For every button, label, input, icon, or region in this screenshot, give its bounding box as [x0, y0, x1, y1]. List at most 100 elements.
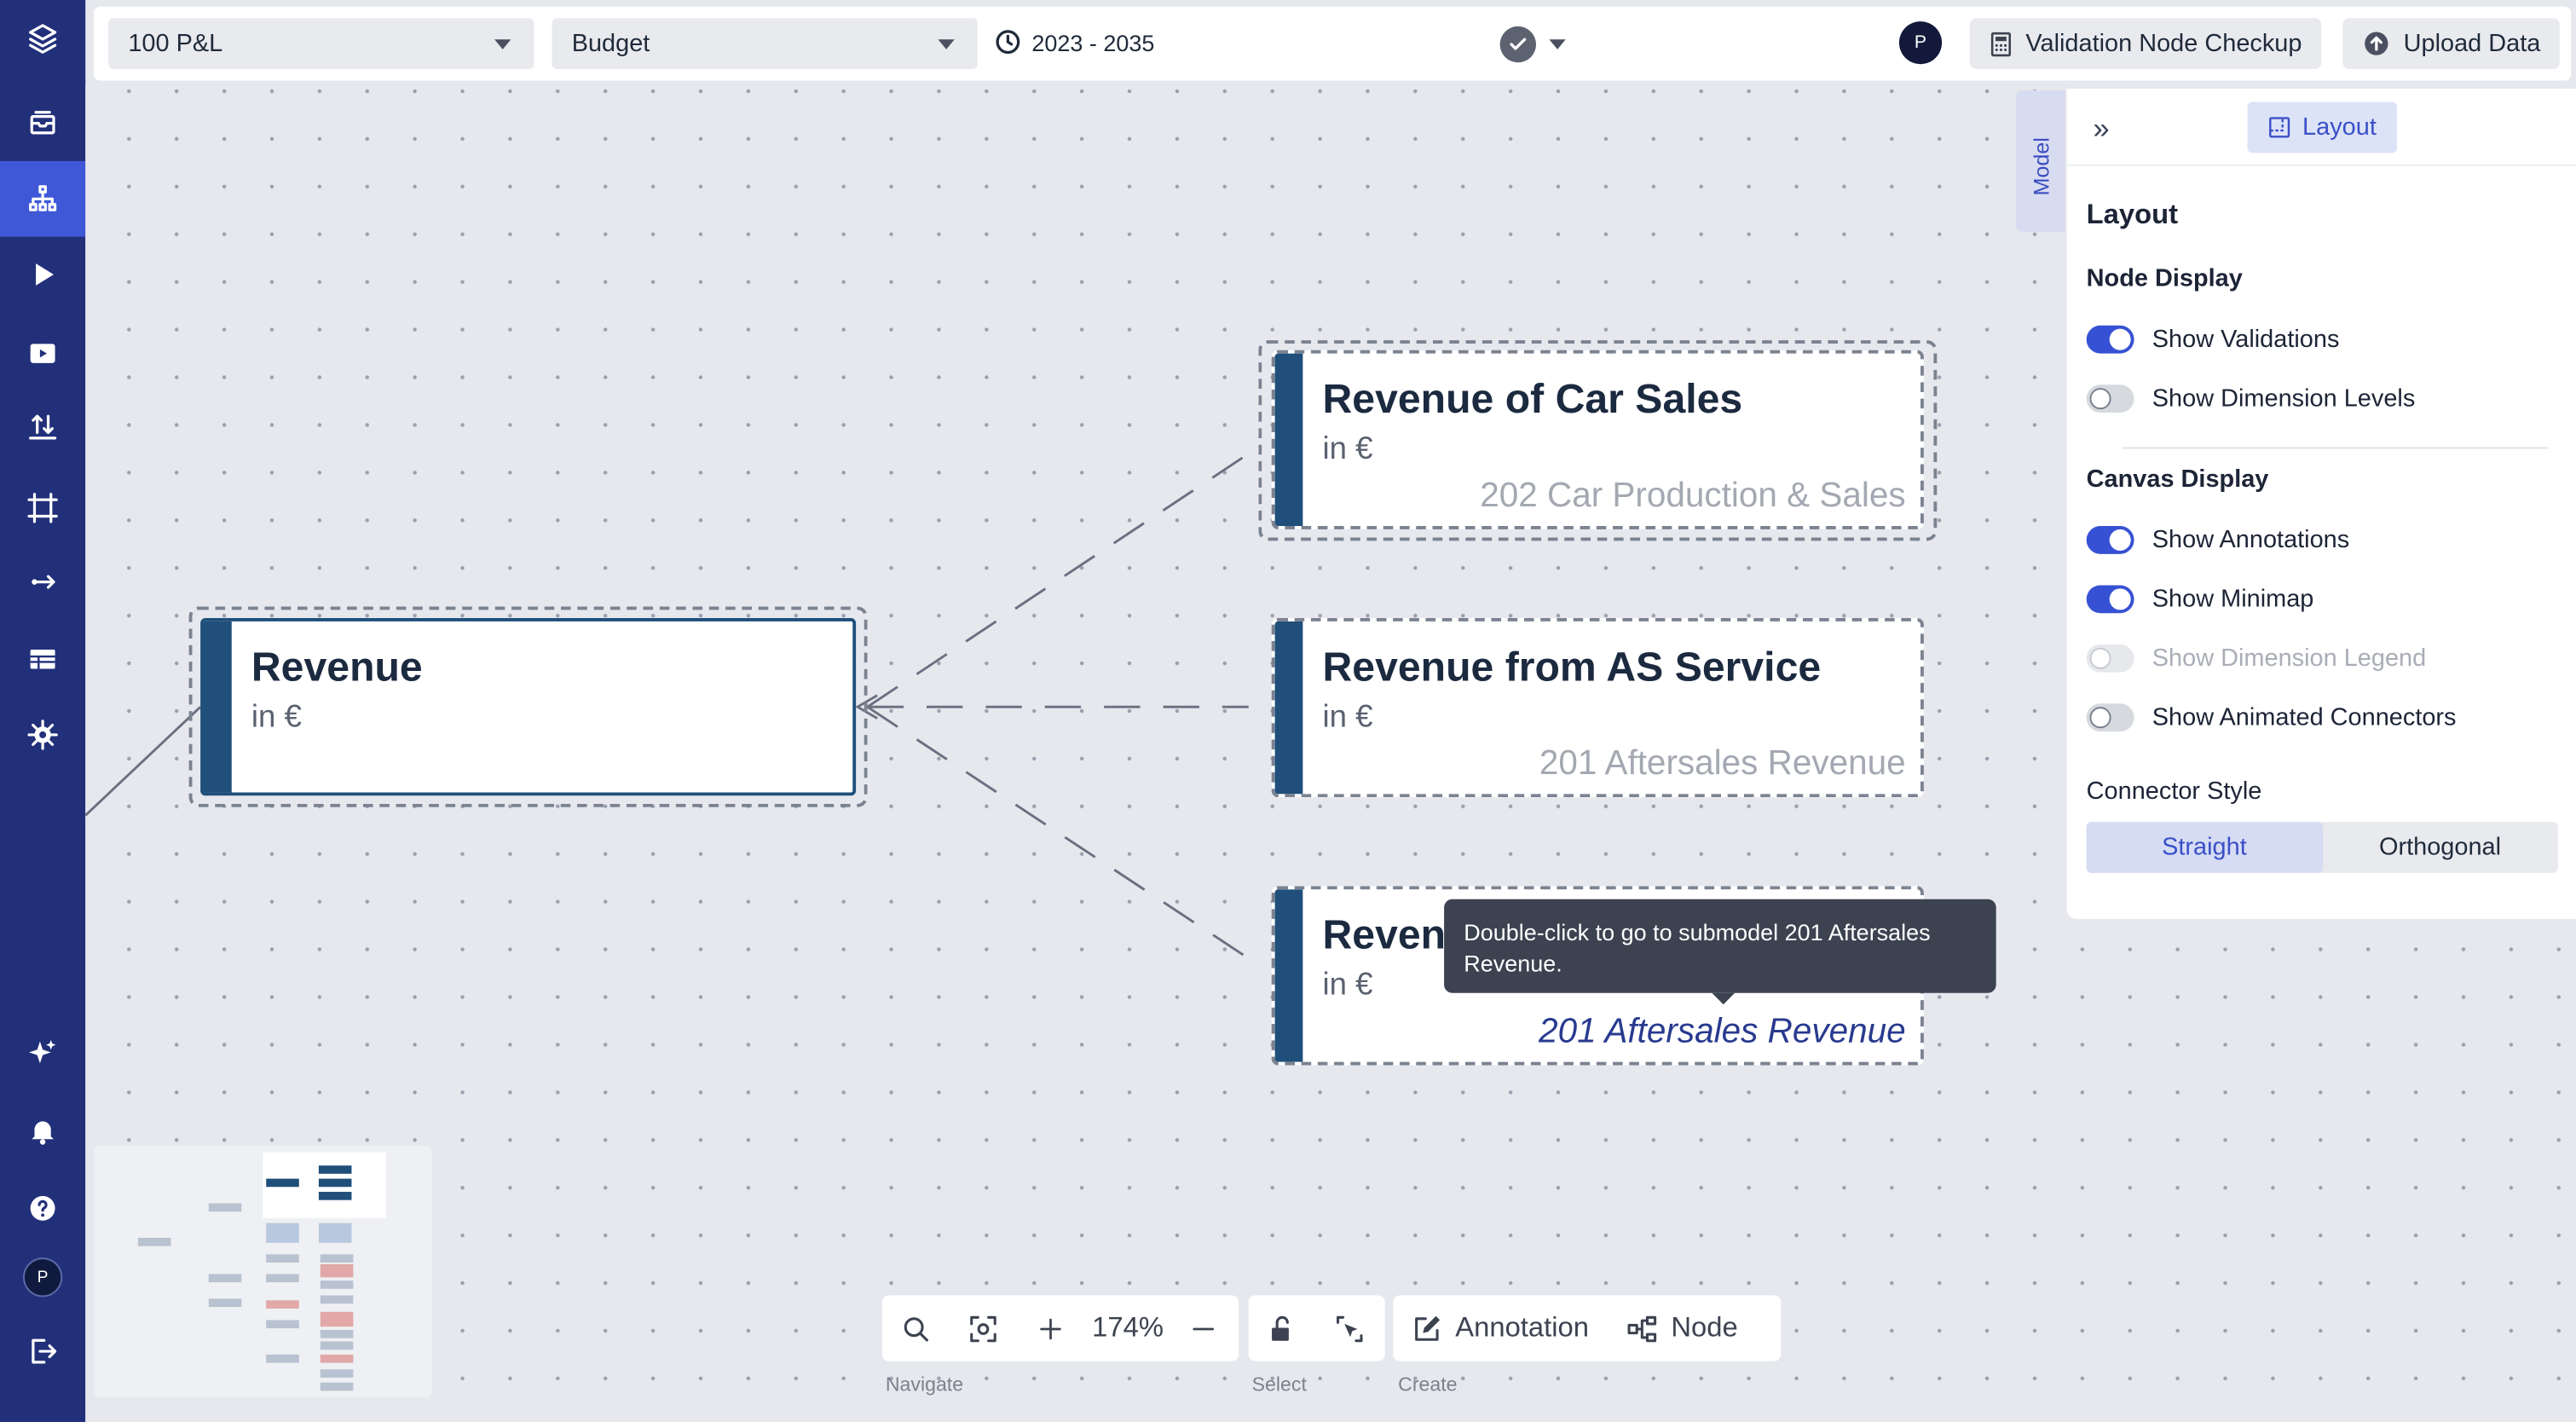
link-arrow-icon[interactable]: [0, 544, 85, 620]
minimap-node: [320, 1295, 354, 1304]
zoom-in-icon[interactable]: [1017, 1315, 1083, 1343]
toggle-label: Show Dimension Legend: [2151, 643, 2427, 672]
chevron-down-icon: [494, 39, 511, 49]
gear-icon[interactable]: [0, 697, 85, 773]
scenario-select[interactable]: Budget: [552, 18, 978, 69]
upload-icon: [2365, 32, 2388, 55]
select-cursor-icon[interactable]: [1314, 1313, 1383, 1344]
validation-status-icon[interactable]: [1499, 26, 1537, 63]
zoom-level[interactable]: 174%: [1092, 1311, 1164, 1344]
connector-straight-option[interactable]: Straight: [2086, 822, 2323, 873]
model-tab-label: Model: [2029, 137, 2054, 196]
upload-data-button[interactable]: Upload Data: [2342, 18, 2561, 69]
node-unit: in €: [1322, 432, 1373, 467]
select-toolbar: [1248, 1295, 1385, 1361]
tab-layout[interactable]: Layout: [2247, 101, 2397, 153]
minimap-node: [320, 1354, 354, 1363]
upload-sort-icon[interactable]: [0, 388, 85, 464]
toggle-show-minimap[interactable]: Show Minimap: [2086, 582, 2314, 616]
toggle-show-dimension-levels[interactable]: Show Dimension Levels: [2086, 381, 2415, 414]
toggle-label: Show Minimap: [2151, 584, 2314, 613]
help-icon[interactable]: [0, 1171, 85, 1246]
minimap[interactable]: [93, 1146, 432, 1398]
chevron-down-icon[interactable]: [1549, 39, 1566, 49]
node-submodel-link[interactable]: 201 Aftersales Revenue: [1539, 1012, 1906, 1051]
validation-node-checkup-label: Validation Node Checkup: [2025, 29, 2302, 58]
add-annotation-button[interactable]: Annotation: [1393, 1312, 1607, 1345]
node-color-bar: [203, 621, 232, 793]
search-icon[interactable]: [882, 1313, 948, 1344]
node-color-bar: [1274, 353, 1303, 527]
minimap-node: [208, 1203, 242, 1212]
navigate-toolbar: 174%: [881, 1295, 1239, 1361]
period-label: 2023 - 2035: [1031, 28, 1155, 55]
inbox-icon[interactable]: [0, 85, 85, 161]
node-submodel-link[interactable]: 202 Car Production & Sales: [1480, 477, 1906, 515]
toggle-switch[interactable]: [2086, 384, 2134, 413]
toggle-show-annotations[interactable]: Show Annotations: [2086, 523, 2349, 556]
node-icon: [1627, 1315, 1657, 1342]
zoom-out-icon[interactable]: [1173, 1315, 1232, 1343]
node-revenue-car-sales[interactable]: Revenue of Car Sales in € 202 Car Produc…: [1271, 350, 1924, 529]
panel-title: Layout: [2086, 199, 2179, 230]
node-unit: in €: [1322, 968, 1373, 1003]
node-submodel-link[interactable]: 201 Aftersales Revenue: [1539, 744, 1906, 783]
model-select[interactable]: 100 P&L: [108, 18, 534, 69]
user-avatar[interactable]: P: [1898, 21, 1943, 65]
toggle-switch[interactable]: [2086, 324, 2134, 353]
canvas-display-heading: Canvas Display: [2086, 465, 2269, 494]
sidebar-avatar[interactable]: P: [0, 1240, 85, 1315]
model-tab[interactable]: Model: [2015, 90, 2065, 232]
toggle-switch[interactable]: [2086, 702, 2134, 731]
hierarchy-icon[interactable]: [0, 160, 86, 237]
node-revenue-as-service[interactable]: Revenue from AS Service in € 201 Aftersa…: [1271, 618, 1924, 798]
toggle-show-animated-connectors[interactable]: Show Animated Connectors: [2086, 700, 2457, 733]
toggle-show-validations[interactable]: Show Validations: [2086, 322, 2339, 356]
period-selector[interactable]: 2023 - 2035: [994, 28, 1154, 56]
node-title: Revenue of Car Sales: [1322, 376, 1743, 423]
table-icon[interactable]: [0, 621, 85, 697]
fit-view-icon[interactable]: [948, 1313, 1017, 1344]
add-node-button[interactable]: Node: [1607, 1312, 1758, 1345]
minimap-node: [208, 1298, 242, 1307]
clock-icon: [996, 30, 1020, 55]
layers-icon[interactable]: [0, 0, 85, 76]
minimap-node: [266, 1274, 299, 1283]
create-caption: Create: [1398, 1373, 1458, 1396]
node-unit: in €: [251, 700, 302, 735]
connector-style-toggle: Straight Orthogonal: [2086, 822, 2558, 873]
logout-icon[interactable]: [0, 1314, 85, 1390]
node-title: Revenue from AS Service: [1322, 644, 1822, 691]
validation-node-checkup-button[interactable]: Validation Node Checkup: [1969, 18, 2322, 69]
upload-data-label: Upload Data: [2403, 29, 2541, 58]
model-select-value: 100 P&L: [128, 29, 223, 58]
video-icon[interactable]: [0, 315, 85, 391]
toggle-switch[interactable]: [2086, 525, 2134, 553]
submodel-tooltip: Double-click to go to submodel 201 After…: [1444, 899, 1996, 1005]
collapse-panel-icon[interactable]: »: [2093, 112, 2110, 145]
minimap-node: [320, 1341, 354, 1350]
toggle-switch: [2086, 643, 2134, 672]
node-display-heading: Node Display: [2086, 264, 2243, 293]
sparkle-icon[interactable]: [0, 1016, 85, 1092]
frame-icon[interactable]: [0, 470, 85, 546]
node-label: Node: [1671, 1311, 1738, 1344]
play-icon[interactable]: [0, 237, 85, 313]
node-revenue[interactable]: Revenue in €: [200, 618, 857, 796]
minimap-node: [320, 1369, 354, 1378]
bell-icon[interactable]: [0, 1093, 85, 1169]
node-unit: in €: [1322, 700, 1373, 735]
toggle-label: Show Animated Connectors: [2151, 702, 2457, 731]
toggle-switch[interactable]: [2086, 584, 2134, 613]
minimap-node: [318, 1223, 352, 1243]
node-title: Revenue: [251, 644, 423, 691]
minimap-node: [266, 1320, 299, 1329]
select-caption: Select: [1251, 1373, 1307, 1396]
minimap-node: [320, 1329, 354, 1338]
minimap-node: [320, 1311, 354, 1327]
lock-icon[interactable]: [1249, 1313, 1314, 1344]
panel-header: » Layout: [2066, 89, 2576, 166]
minimap-node: [318, 1178, 352, 1188]
connector-orthogonal-option[interactable]: Orthogonal: [2379, 833, 2502, 862]
